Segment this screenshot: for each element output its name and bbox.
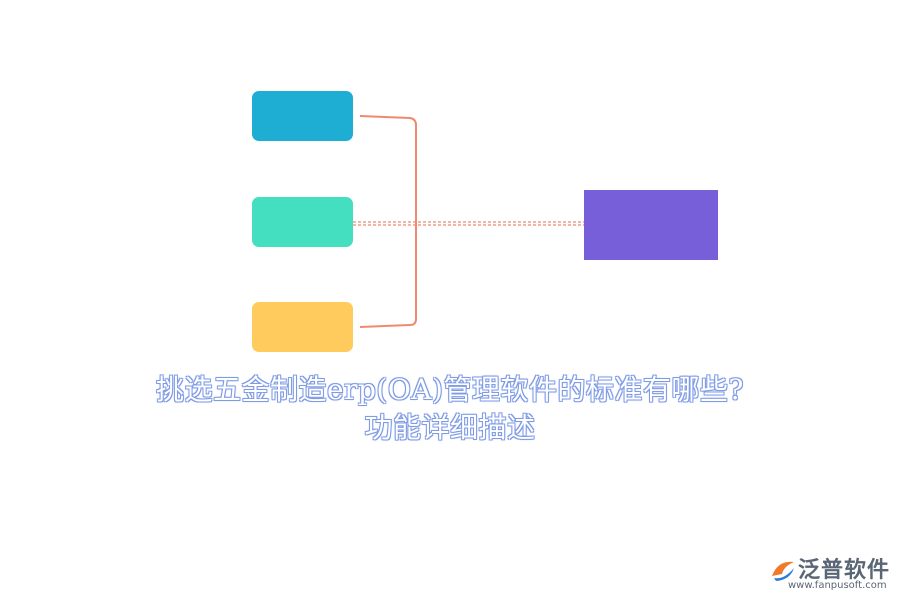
diagram-node-yellow — [252, 302, 353, 352]
diagram-node-teal — [252, 197, 353, 247]
diagram-node-blue — [252, 91, 353, 141]
logo-url: www.fanpusoft.com — [788, 580, 887, 591]
diagram-node-target — [584, 190, 718, 260]
fanpu-logo: 泛普软件 www.fanpusoft.com — [768, 552, 894, 596]
logo-name: 泛普软件 — [798, 558, 891, 583]
page-title-line-2: 功能详细描述 — [364, 411, 536, 444]
fanpu-logo-icon — [772, 561, 794, 581]
page-title-line-1: 挑选五金制造erp(OA)管理软件的标准有哪些? — [156, 373, 744, 406]
